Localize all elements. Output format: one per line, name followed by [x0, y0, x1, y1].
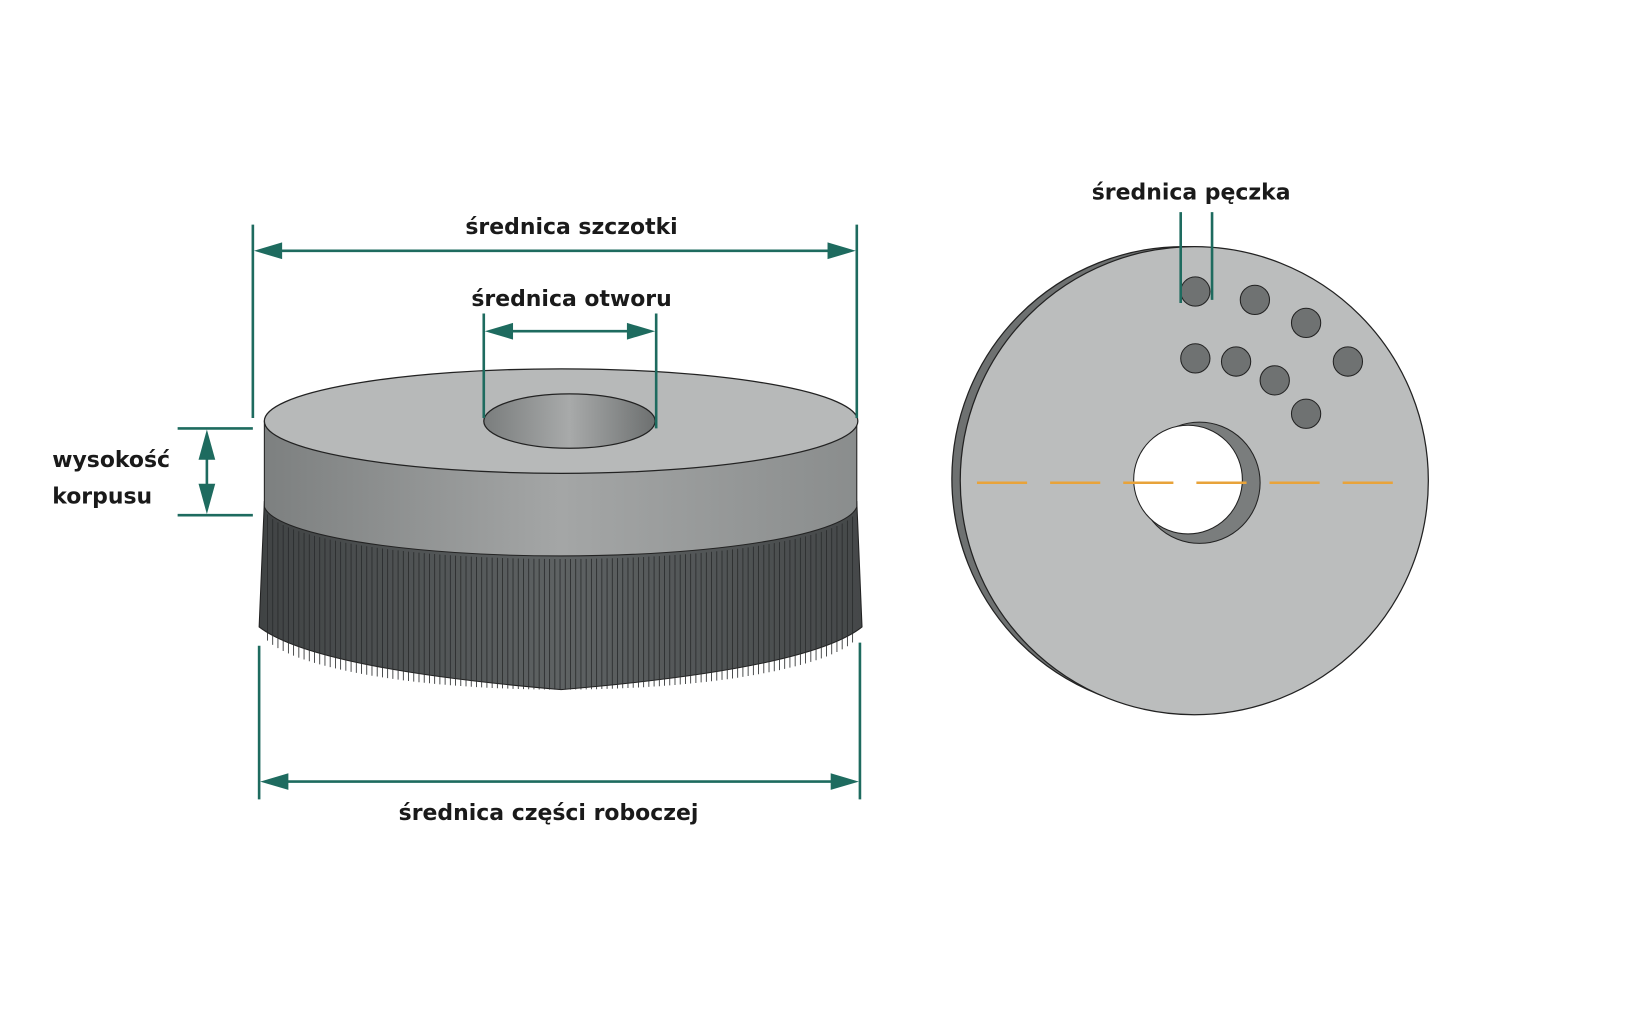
label-brush-diameter: średnica szczotki: [465, 215, 677, 240]
tuft-hole: [1259, 365, 1290, 396]
dimension-brush-diameter: średnica szczotki: [251, 215, 859, 418]
tuft-hole: [1180, 276, 1211, 307]
dimension-tuft-diameter: średnica pęczka: [1092, 181, 1291, 304]
brush-face-view: [951, 245, 1429, 716]
tuft-hole: [1290, 398, 1322, 429]
center-hole-face: [1133, 424, 1243, 535]
tuft-hole: [1239, 284, 1271, 316]
label-tuft-diameter: średnica pęczka: [1092, 181, 1291, 206]
label-hole-diameter: średnica otworu: [471, 287, 671, 312]
label-body-height-2: korpusu: [52, 485, 152, 510]
center-hole: [483, 393, 656, 449]
tuft-hole: [1332, 346, 1364, 377]
brush-side-view: [258, 368, 863, 691]
tufts: [1180, 276, 1364, 429]
label-body-height-1: wysokość: [52, 448, 170, 473]
dimension-body-height: wysokość korpusu: [52, 427, 253, 517]
tuft-hole: [1220, 346, 1252, 377]
tuft-hole: [1180, 343, 1211, 374]
dimension-working-diameter: średnica części roboczej: [257, 642, 862, 826]
label-working-diameter: średnica części roboczej: [399, 801, 699, 826]
tuft-hole: [1290, 307, 1322, 339]
dimension-hole-diameter: średnica otworu: [471, 287, 672, 429]
bristle-lines: [267, 514, 854, 690]
